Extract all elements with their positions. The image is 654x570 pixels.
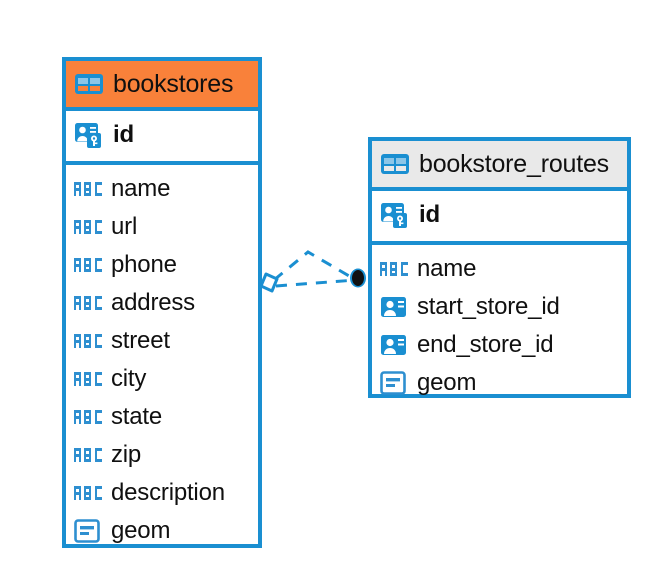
field-row-city[interactable]: city [74,360,250,398]
field-row-start-store-id[interactable]: start_store_id [380,288,619,326]
field-label-name: name [417,255,477,282]
field-row-id[interactable]: id [380,196,619,234]
geometry-type-icon [74,518,102,544]
field-label-id: id [419,201,440,228]
entity-title-bookstores: bookstores [113,69,234,98]
relationship-line-lower [275,278,357,288]
entity-bookstore-routes[interactable]: bookstore_routes [368,137,631,398]
field-row-phone[interactable]: phone [74,246,250,284]
fields-section-bookstore-routes: name start_store_id [372,245,627,408]
field-row-state[interactable]: state [74,398,250,436]
relationship-connector[interactable] [252,238,382,313]
field-row-id[interactable]: id [74,116,250,154]
field-row-name[interactable]: name [380,250,619,288]
text-type-icon [74,408,102,426]
text-type-icon [74,218,102,236]
field-row-url[interactable]: url [74,208,250,246]
field-label-url: url [111,213,138,240]
field-row-address[interactable]: address [74,284,250,322]
primary-key-icon [74,121,104,149]
relationship-line-upper [273,250,357,282]
field-label-id: id [113,121,134,148]
field-row-geom[interactable]: geom [74,512,250,550]
field-label-name: name [111,175,171,202]
field-row-description[interactable]: description [74,474,250,512]
primary-key-section-bookstores: id [66,111,258,165]
field-label-phone: phone [111,251,177,278]
field-label-description: description [111,479,225,506]
entity-title-bookstore-routes: bookstore_routes [419,149,609,178]
primary-key-icon [380,201,410,229]
table-icon [74,72,104,96]
text-type-icon [74,332,102,350]
filled-circle-marker [350,268,366,288]
foreign-key-icon [380,295,408,319]
text-type-icon [74,484,102,502]
field-row-geom[interactable]: geom [380,364,619,402]
entity-header-bookstore-routes[interactable]: bookstore_routes [372,141,627,191]
text-type-icon [74,256,102,274]
foreign-key-icon [380,333,408,357]
field-row-zip[interactable]: zip [74,436,250,474]
text-type-icon [74,370,102,388]
entity-header-bookstores[interactable]: bookstores [66,61,258,111]
field-label-address: address [111,289,195,316]
diamond-marker [259,272,279,293]
field-label-end-store-id: end_store_id [417,331,554,358]
field-label-geom: geom [417,369,477,396]
field-row-street[interactable]: street [74,322,250,360]
text-type-icon [74,180,102,198]
geometry-type-icon [380,370,408,396]
text-type-icon [74,446,102,464]
field-label-zip: zip [111,441,142,468]
field-label-street: street [111,327,170,354]
entity-bookstores[interactable]: bookstores [62,57,262,548]
text-type-icon [380,260,408,278]
field-label-start-store-id: start_store_id [417,293,560,320]
text-type-icon [74,294,102,312]
primary-key-section-bookstore-routes: id [372,191,627,245]
field-label-geom: geom [111,517,171,544]
field-row-name[interactable]: name [74,170,250,208]
field-label-city: city [111,365,147,392]
field-label-state: state [111,403,163,430]
fields-section-bookstores: name [66,165,258,556]
field-row-end-store-id[interactable]: end_store_id [380,326,619,364]
table-icon [380,152,410,176]
